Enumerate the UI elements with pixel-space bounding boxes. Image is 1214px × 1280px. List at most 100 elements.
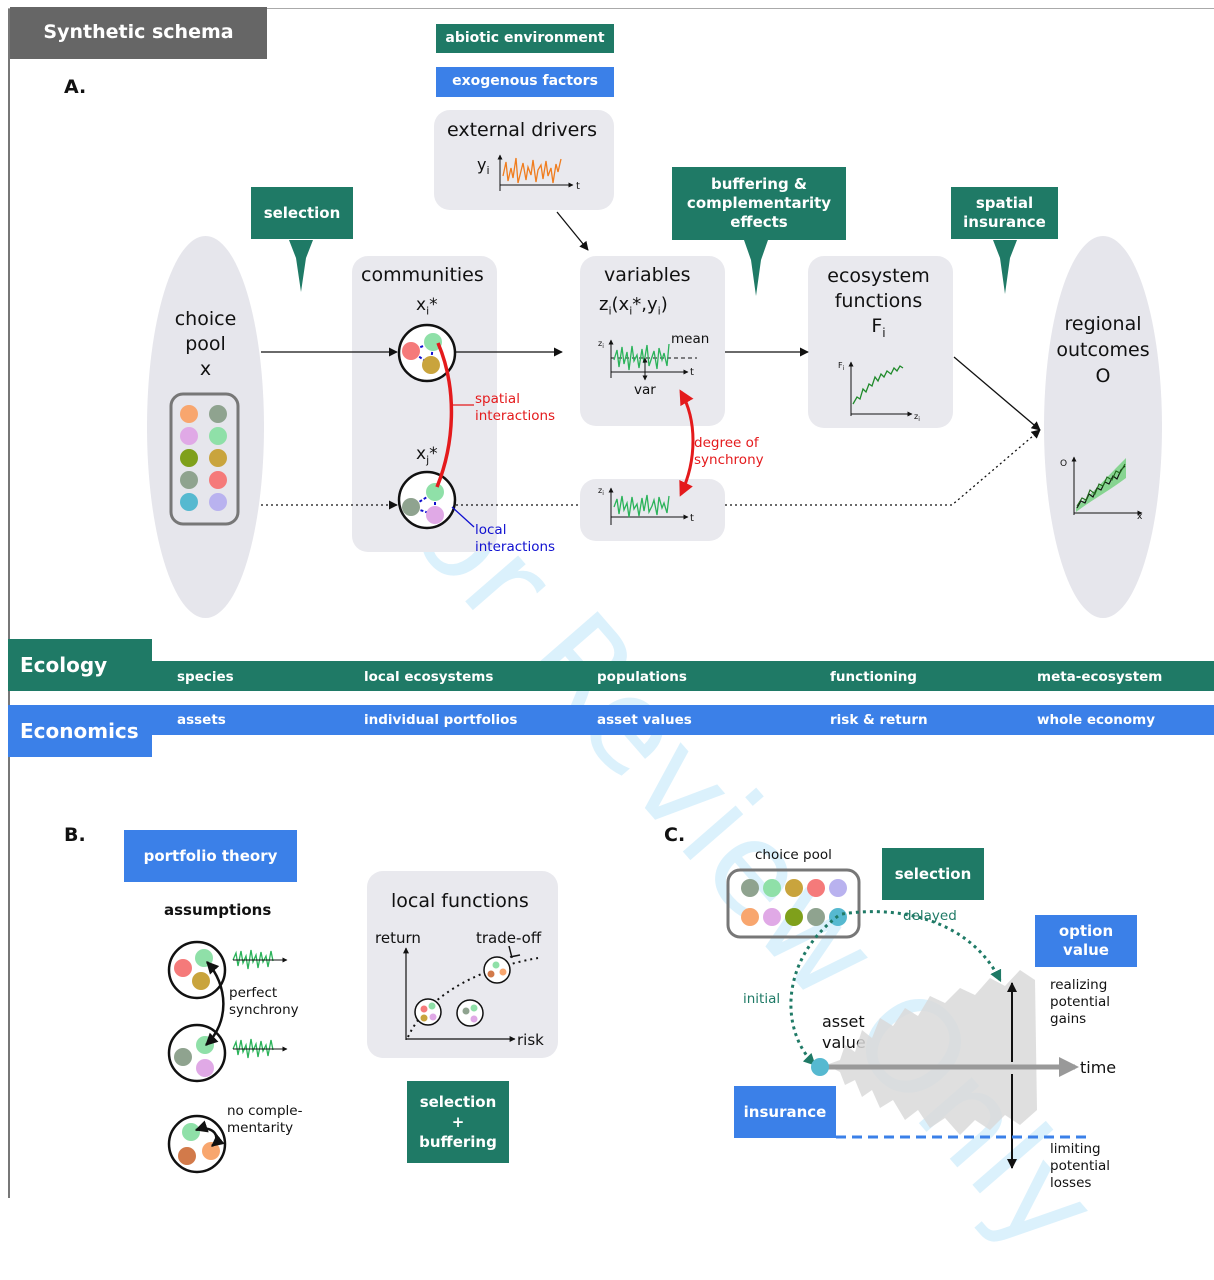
ecosystem-functions-box xyxy=(808,256,953,428)
delayed-label: delayed xyxy=(903,908,957,924)
no-complementarity-community xyxy=(167,1114,227,1174)
selection-buffering-tag: selection + buffering xyxy=(407,1081,509,1163)
time-label: time xyxy=(1080,1058,1117,1077)
panel-a-label: A. xyxy=(64,76,87,98)
spatial-interaction-line xyxy=(435,342,454,488)
external-drivers-title: external drivers xyxy=(447,119,598,141)
spatial-insurance-arrow xyxy=(993,240,1017,294)
ecology-item-local-ecosystems: local ecosystems xyxy=(364,669,494,685)
local-interactions-label: local interactions xyxy=(475,522,556,555)
svg-text:zi: zi xyxy=(914,412,920,423)
svg-text:zi: zi xyxy=(598,486,604,497)
choice-pool-c-label: choice pool xyxy=(755,847,832,863)
spatial-interactions-label: spatial interactions xyxy=(475,391,556,424)
svg-text:x: x xyxy=(1137,512,1143,522)
communities-title: communities xyxy=(361,264,484,286)
ecosystem-function-plot: Fi zi xyxy=(838,361,920,423)
var-label: var xyxy=(634,382,656,398)
xi-label: xi* xyxy=(416,295,438,318)
ecology-item-species: species xyxy=(177,669,234,685)
drivers-to-variables-arrow xyxy=(556,211,589,251)
economics-item-assets: assets xyxy=(177,712,226,728)
realizing-gains-label: realizing potential gains xyxy=(1050,977,1111,1027)
synchrony-arrow xyxy=(679,389,695,497)
yi-label: yi xyxy=(477,155,490,178)
ecology-item-meta-ecosystem: meta-ecosystem xyxy=(1037,669,1163,685)
buffering-tag: buffering & complementarity effects xyxy=(672,167,846,240)
variables-formula: zi(xi*,yi) xyxy=(599,294,668,318)
variables-j-box xyxy=(580,479,725,541)
assumptions-label: assumptions xyxy=(164,901,272,919)
portfolio-theory-tag: portfolio theory xyxy=(124,830,297,882)
economics-item-whole-economy: whole economy xyxy=(1037,712,1156,728)
degree-synchrony-label: degree of synchrony xyxy=(694,435,764,468)
economics-label: Economics xyxy=(8,705,152,757)
xj-label: xj* xyxy=(416,444,438,467)
variables-j-to-outcomes-arrow xyxy=(725,429,1041,506)
svg-text:O: O xyxy=(1060,459,1067,469)
economics-item-individual-portfolios: individual portfolios xyxy=(364,712,518,728)
risk-label: risk xyxy=(517,1031,544,1049)
community-j xyxy=(397,470,457,530)
ecosystem-functions-title: ecosystem functions Fi xyxy=(827,265,930,340)
panel-b-label: B. xyxy=(64,824,86,846)
ecology-label: Ecology xyxy=(8,639,152,691)
ecology-item-functioning: functioning xyxy=(830,669,917,685)
asset-value-label: asset value xyxy=(822,1012,866,1052)
tradeoff-label: trade-off xyxy=(476,929,542,947)
frame-top xyxy=(8,8,1214,9)
no-complementarity-label: no comple- mentarity xyxy=(227,1103,303,1136)
svg-text:Fi: Fi xyxy=(838,361,845,372)
choice-pool-circles xyxy=(169,392,240,526)
variables-box xyxy=(580,256,725,426)
return-label: return xyxy=(375,929,421,947)
external-drivers-box xyxy=(434,110,614,210)
local-functions-title: local functions xyxy=(391,890,529,912)
svg-text:t: t xyxy=(690,513,694,524)
panel-c-label: C. xyxy=(664,824,686,846)
svg-text:zi: zi xyxy=(598,339,604,350)
limiting-losses-label: limiting potential losses xyxy=(1050,1141,1111,1191)
ecology-item-populations: populations xyxy=(597,669,687,685)
regional-outcome-plot: O x xyxy=(1060,456,1143,522)
variables-title: variables xyxy=(604,264,691,286)
exogenous-factors-tag: exogenous factors xyxy=(436,67,614,97)
regional-outcomes-ellipse xyxy=(1044,236,1162,618)
diagram-graphics: t xyxy=(167,154,1143,1174)
page-title: Synthetic schema xyxy=(10,7,267,59)
option-value-fan xyxy=(826,970,1037,1135)
buffering-arrow xyxy=(744,240,768,296)
economics-item-risk-return: risk & return xyxy=(830,712,928,728)
economics-item-asset-values: asset values xyxy=(597,712,692,728)
choice-pool-ellipse xyxy=(147,236,264,618)
frame-left xyxy=(8,8,10,1198)
selection-c-tag: selection xyxy=(882,848,984,900)
spatial-insurance-tag: spatial insurance xyxy=(951,187,1058,239)
initial-label: initial xyxy=(743,991,781,1007)
local-label-leader xyxy=(451,506,475,528)
asset-value-dot xyxy=(811,1058,829,1076)
initial-arrow xyxy=(789,914,839,1066)
perfect-synchrony-communities xyxy=(167,940,288,1083)
economics-band xyxy=(8,705,1214,735)
option-value-tag: option value xyxy=(1035,915,1137,967)
selection-tag: selection xyxy=(251,187,353,239)
regional-outcomes-label: regional outcomes O xyxy=(1056,313,1150,387)
svg-text:t: t xyxy=(576,181,580,192)
ecology-band xyxy=(8,661,1214,691)
variables-plot-i: zi t xyxy=(598,339,697,381)
choice-pool-c-box xyxy=(726,868,861,939)
choice-pool-label: choice pool x xyxy=(174,308,237,380)
local-functions-box xyxy=(367,871,558,1058)
selection-arrow xyxy=(289,240,313,292)
delayed-arrow xyxy=(841,910,1002,983)
local-functions-plot xyxy=(403,945,539,1042)
abiotic-environment-tag: abiotic environment xyxy=(436,24,614,53)
functions-to-outcomes-arrow xyxy=(953,356,1041,431)
svg-text:t: t xyxy=(690,367,694,378)
variables-plot-j: zi t xyxy=(598,486,694,525)
external-drivers-plot: t xyxy=(497,154,580,192)
perfect-synchrony-label: perfect synchrony xyxy=(229,985,299,1018)
insurance-tag: insurance xyxy=(734,1086,836,1138)
mean-label: mean xyxy=(671,331,710,347)
